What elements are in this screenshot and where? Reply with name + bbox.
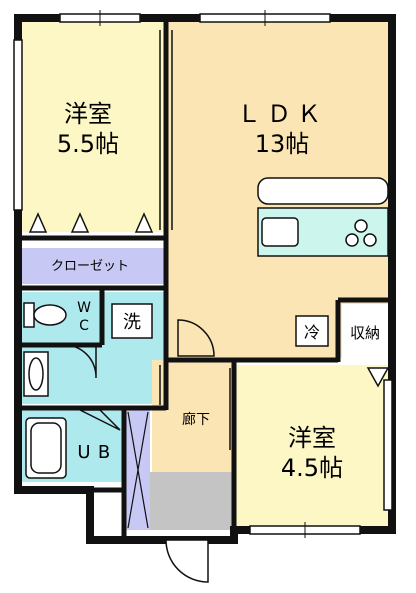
western-room-a-name: 洋室 bbox=[64, 100, 112, 128]
fridge-label: 冷 bbox=[304, 323, 320, 342]
storage-door-mark bbox=[366, 367, 390, 388]
western-room-b bbox=[236, 365, 388, 527]
window-marks bbox=[99, 10, 306, 538]
ldk-size: 13帖 bbox=[255, 130, 310, 158]
toilet-icon bbox=[23, 302, 67, 328]
washer-box bbox=[111, 303, 153, 339]
sliding-door-a bbox=[159, 30, 173, 230]
hallway-label: 廊下 bbox=[182, 411, 210, 428]
entrance-door-swing bbox=[165, 539, 209, 583]
storage-label: 収納 bbox=[350, 324, 380, 342]
inner-walls bbox=[18, 18, 392, 540]
ldk-name: ＬＤＫ bbox=[237, 100, 327, 128]
stove-burners-icon bbox=[345, 219, 377, 247]
washroom-door-swing bbox=[61, 344, 97, 379]
fridge-box bbox=[295, 315, 329, 347]
washer-label: 洗 bbox=[123, 312, 141, 333]
western-room-a bbox=[22, 22, 164, 232]
kitchen-counter bbox=[257, 177, 389, 257]
western-room-b-name: 洋室 bbox=[288, 424, 336, 452]
bath-label-u: U bbox=[77, 442, 90, 463]
bathtub-icon bbox=[25, 417, 67, 479]
closet-label: クローゼット bbox=[51, 259, 129, 274]
closet bbox=[22, 248, 164, 284]
western-room-b-size: 4.5帖 bbox=[281, 454, 343, 482]
storage-box bbox=[342, 304, 388, 360]
hallway-door-marks bbox=[159, 365, 231, 450]
closet-door-marks bbox=[28, 212, 154, 233]
western-room-a-size: 5.5帖 bbox=[57, 130, 119, 158]
shoe-cabinet-cross bbox=[127, 411, 149, 529]
wc-label-w: W bbox=[77, 300, 91, 316]
bathroom-door-swing bbox=[79, 409, 121, 431]
ldk-door-swing bbox=[177, 319, 215, 357]
bath-label-b: B bbox=[98, 442, 110, 463]
washbasin-icon bbox=[23, 351, 49, 397]
walls bbox=[14, 14, 396, 544]
wc-label-c: C bbox=[79, 318, 89, 334]
